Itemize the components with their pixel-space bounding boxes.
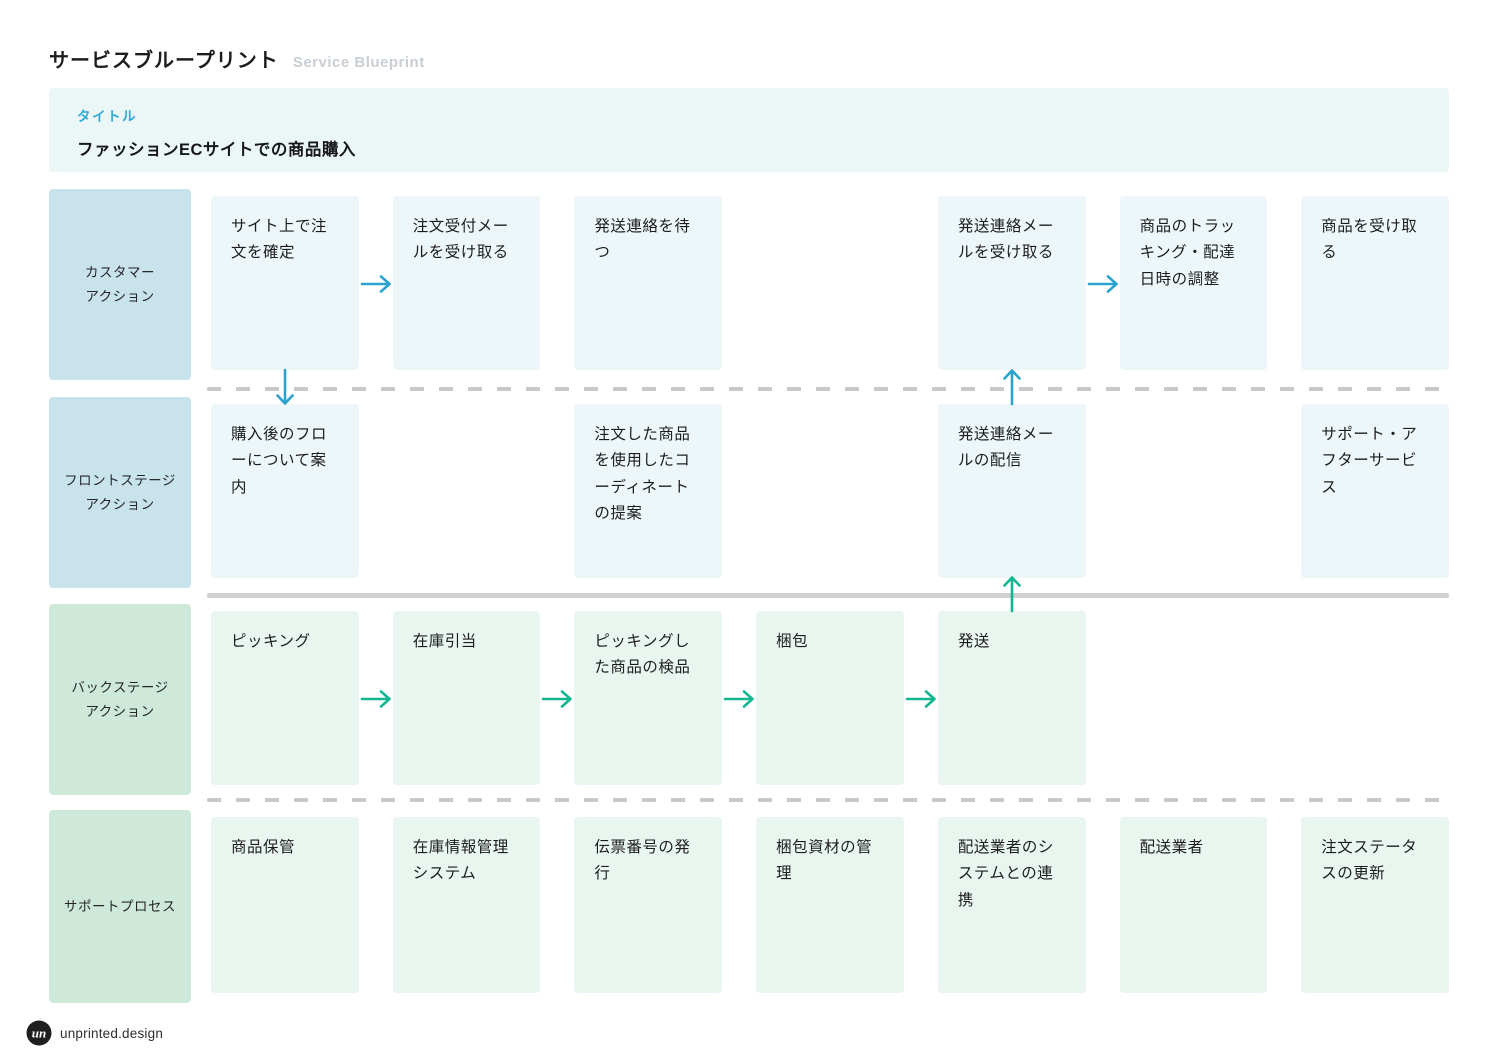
- blueprint-card: 梱包資材の管理: [756, 817, 904, 993]
- blueprint-card: 在庫引当: [392, 611, 541, 785]
- blueprint-card: 伝票番号の発行: [574, 817, 723, 993]
- flow-arrow-right-icon: [360, 275, 391, 293]
- blueprint-card: 購入後のフローについて案内: [211, 404, 359, 578]
- blueprint-card: 配送業者のシステムとの連携: [937, 817, 1086, 993]
- flow-arrow-down-icon: [276, 368, 294, 405]
- lane-support-processes: サポートプロセス商品保管在庫情報管理システム伝票番号の発行梱包資材の管理配送業者…: [49, 810, 1449, 1003]
- lane-label-support-processes: サポートプロセス: [49, 810, 191, 1003]
- svg-text:un: un: [32, 1026, 46, 1041]
- blueprint-card: 商品のトラッキング・配達日時の調整: [1119, 196, 1268, 370]
- blueprint-card: サイト上で注文を確定: [211, 196, 359, 370]
- blueprint-card: 発送連絡を待つ: [574, 196, 723, 370]
- lane-backstage-actions: バックステージ アクションピッキング在庫引当ピッキングした商品の検品梱包発送: [49, 604, 1449, 795]
- blueprint-card: 発送連絡メールの配信: [937, 404, 1086, 578]
- lane-label-customer-actions: カスタマー アクション: [49, 189, 191, 380]
- blueprint-card: 発送: [937, 611, 1086, 785]
- page-title: サービスブループリント Service Blueprint: [49, 44, 425, 73]
- blueprint-card: 梱包: [756, 611, 904, 785]
- unprinted-logo-icon: un: [26, 1020, 52, 1046]
- line-of-visibility: [207, 593, 1449, 598]
- blueprint-card: ピッキングした商品の検品: [574, 611, 723, 785]
- flow-arrow-up-icon: [1002, 369, 1021, 406]
- lane-customer-actions: カスタマー アクションサイト上で注文を確定注文受付メールを受け取る発送連絡を待つ…: [49, 189, 1449, 380]
- blueprint-title-banner: タイトル ファッションECサイトでの商品購入: [49, 88, 1449, 172]
- line-of-interaction: [207, 387, 1449, 391]
- banner-title: ファッションECサイトでの商品購入: [77, 141, 356, 159]
- flow-arrow-right-icon: [542, 690, 573, 708]
- flow-arrow-right-icon: [723, 690, 754, 708]
- banner-label: タイトル: [77, 109, 137, 124]
- blueprint-card: 発送連絡メールを受け取る: [937, 196, 1086, 370]
- footer-brand-text: unprinted.design: [60, 1025, 164, 1041]
- flow-arrow-right-icon: [1087, 275, 1118, 293]
- line-of-internal-interaction: [207, 798, 1449, 802]
- blueprint-card: 注文ステータスの更新: [1301, 817, 1449, 993]
- blueprint-card: ピッキング: [211, 611, 359, 785]
- blueprint-card: 配送業者: [1119, 817, 1268, 993]
- page-title-ja: サービスブループリント: [49, 50, 279, 72]
- lane-frontstage-actions: フロントステージ アクション購入後のフローについて案内 注文した商品を使用したコー…: [49, 397, 1449, 588]
- blueprint-card: 在庫情報管理システム: [392, 817, 541, 993]
- footer-brand: un unprinted.design: [26, 1020, 163, 1046]
- lane-label-backstage-actions: バックステージ アクション: [49, 604, 191, 795]
- blueprint-card: サポート・アフターサービス: [1301, 404, 1449, 578]
- flow-arrow-right-icon: [360, 690, 391, 708]
- lane-label-frontstage-actions: フロントステージ アクション: [49, 397, 191, 588]
- blueprint-card: 注文受付メールを受け取る: [392, 196, 541, 370]
- blueprint-card: 注文した商品を使用したコーディネートの提案: [574, 404, 723, 578]
- page-title-en: Service Blueprint: [292, 54, 425, 71]
- flow-arrow-right-icon: [905, 690, 936, 708]
- flow-arrow-up-icon: [1002, 576, 1021, 613]
- blueprint-card: 商品を受け取る: [1301, 196, 1449, 370]
- blueprint-grid: カスタマー アクションサイト上で注文を確定注文受付メールを受け取る発送連絡を待つ…: [49, 189, 1449, 1003]
- blueprint-card: 商品保管: [211, 817, 359, 993]
